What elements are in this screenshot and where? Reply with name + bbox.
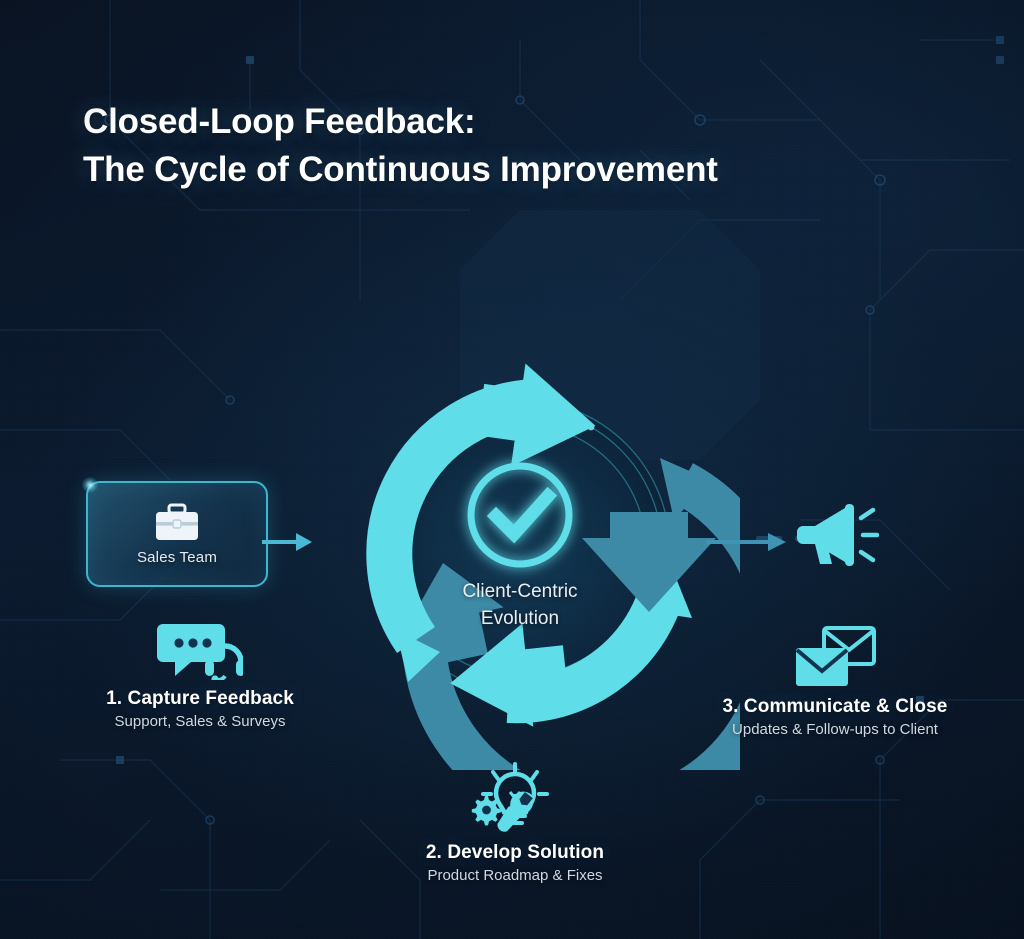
cycle-svg: [366, 363, 740, 770]
lightbulb-gear-wrench-icon: [471, 762, 549, 832]
cycle-diagram: Client-Centric Evolution: [300, 330, 740, 770]
chat-headset-icon: [157, 624, 243, 680]
megaphone-icon: [797, 504, 879, 566]
step-2-subtitle: Product Roadmap & Fixes: [427, 867, 603, 884]
step-1-title: 1. Capture Feedback: [106, 688, 294, 709]
step-3-title: 3. Communicate & Close: [722, 696, 948, 717]
briefcase-icon: [156, 503, 198, 540]
cycle-to-megaphone-arrow: [706, 533, 786, 551]
step-3-subtitle: Updates & Follow-ups to Client: [732, 721, 938, 738]
step-2-develop-solution: 2. Develop Solution Product Roadmap & Fi…: [370, 762, 660, 884]
step-2-title: 2. Develop Solution: [425, 842, 605, 863]
sales-team-label: Sales Team: [136, 548, 218, 566]
sales-team-card[interactable]: Sales Team: [82, 477, 268, 587]
envelopes-icon: [795, 626, 876, 686]
bulb-rays: [481, 762, 549, 796]
step-3-communicate-close: 3. Communicate & Close Updates & Follow-…: [690, 626, 980, 738]
step-1-subtitle: Support, Sales & Surveys: [114, 713, 286, 730]
envelope-front: [795, 648, 849, 686]
sales-to-cycle-arrow: [262, 533, 312, 551]
page-title: Closed-Loop Feedback: The Cycle of Conti…: [83, 102, 718, 189]
step-1-capture-feedback: 1. Capture Feedback Support, Sales & Sur…: [55, 618, 345, 730]
